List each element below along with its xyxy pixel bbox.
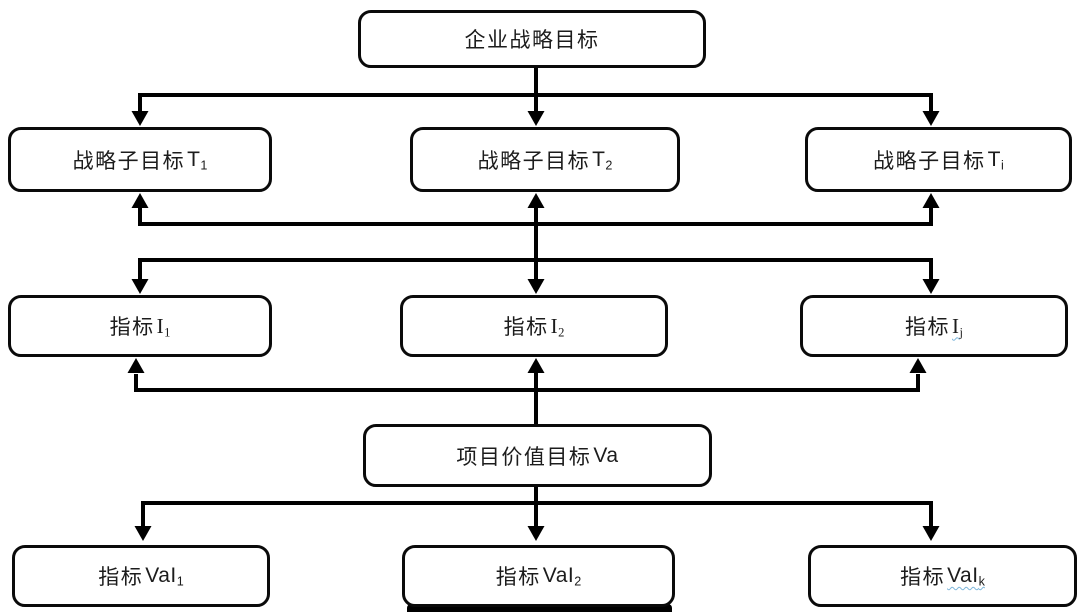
box-indicator-vai2: 指标 VaI2 [402,545,675,607]
arrowhead-down-vai1 [134,526,152,541]
box-sub-goal-t2: 战略子目标 T2 [410,127,680,192]
symbol-subscript: 2 [605,158,613,173]
arrowhead-up-ij [909,358,927,373]
arrowhead-down-i2 [527,279,545,294]
box-indicator-i1-symbol: I1 [157,314,171,339]
box-indicator-ij-symbol: Ij [952,314,963,339]
symbol-text: Va [593,443,619,467]
line-row3-distribution [138,258,933,282]
box-sub-goal-ti: 战略子目标 Ti [805,127,1072,192]
arrowhead-down-i1 [131,279,149,294]
arrowhead-down-t2 [527,111,545,126]
box-indicator-vai1: 指标 VaI1 [12,545,270,607]
box-sub-goal-t1-symbol: T1 [187,148,207,172]
arrowhead-down-ij [922,279,940,294]
arrowhead-down-t1 [131,111,149,126]
box-project-value-goal-label: 项目价值目标 [456,444,592,469]
arrowhead-up-i1 [127,358,145,373]
symbol-text: I [156,313,165,338]
box-indicator-i2-label: 指标 [503,315,549,339]
symbol-subscript: 1 [164,325,171,340]
box-indicator-vaik: 指标 VaIk [808,545,1077,607]
symbol-text: VaI [145,564,177,587]
symbol-text: T [187,147,201,171]
cropped-element-bottom-edge [407,604,672,612]
box-indicator-vaik-symbol: VaIk [947,564,985,588]
box-strategic-goal-label: 企业战略目标 [464,28,600,52]
arrowhead-up-t1 [131,193,149,208]
box-indicator-i2-symbol: I2 [551,314,565,339]
box-indicator-vaik-label: 指标 [900,565,946,589]
box-indicator-vai1-label: 指标 [98,565,144,589]
box-indicator-i1-label: 指标 [109,315,155,339]
arrowheads [127,111,940,541]
arrowhead-up-t2 [527,193,545,208]
symbol-text: I [550,313,559,338]
box-indicator-vai2-symbol: VaI2 [543,564,581,588]
symbol-subscript: 1 [176,574,184,589]
box-sub-goal-t1: 战略子目标 T1 [8,127,272,192]
symbol-text: VaI [542,564,575,587]
arrowhead-down-ti [922,111,940,126]
box-indicator-i1: 指标 I1 [8,295,272,357]
symbol-subscript: 2 [574,574,582,589]
line-top-distribution [138,93,933,112]
line-row3-feedback [134,374,920,392]
line-bottom-distribution [141,501,933,527]
arrowhead-up-i2 [527,358,545,373]
box-project-value-goal: 项目价值目标 Va [363,424,712,487]
box-project-value-goal-symbol: Va [593,444,618,468]
box-sub-goal-t2-symbol: T2 [592,148,612,172]
connector-lines [134,68,933,527]
symbol-subscript: k [978,574,985,589]
symbol-text: VaI [947,564,979,587]
box-strategic-goal: 企业战略目标 [358,10,706,68]
box-sub-goal-ti-label: 战略子目标 [873,148,986,173]
arrowhead-up-ti [922,193,940,208]
arrowhead-down-vaik [922,526,940,541]
symbol-subscript: 1 [200,158,208,173]
box-indicator-i2: 指标 I2 [400,295,668,357]
box-sub-goal-ti-symbol: Ti [988,148,1004,172]
symbol-text: T [592,147,606,171]
symbol-text: I [952,313,960,338]
box-sub-goal-t1-label: 战略子目标 [72,148,186,173]
arrowhead-down-vai2 [527,526,545,541]
box-indicator-vai1-symbol: VaI1 [145,564,183,588]
box-sub-goal-t2-label: 战略子目标 [477,148,591,173]
symbol-text: T [987,147,1001,171]
box-indicator-vai2-label: 指标 [495,565,541,589]
symbol-subscript: i [1001,158,1004,173]
box-indicator-ij-label: 指标 [905,315,950,339]
symbol-subscript: j [959,325,964,340]
box-indicator-ij: 指标 Ij [800,295,1068,357]
symbol-subscript: 2 [558,325,565,340]
